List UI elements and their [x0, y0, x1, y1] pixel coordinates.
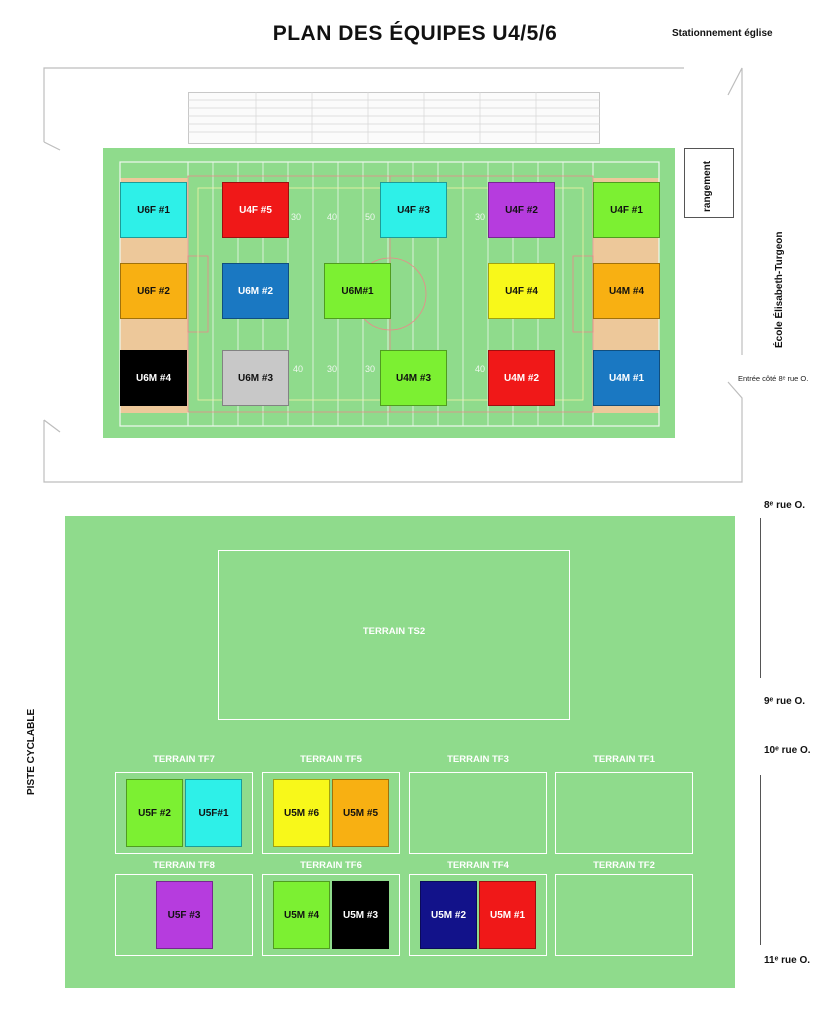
team-block[interactable]: U4F #1 — [593, 182, 660, 238]
street-label-11: 11ᵉ rue O. — [764, 955, 811, 966]
team-block[interactable]: U5F #2 — [126, 779, 183, 847]
small-field[interactable] — [409, 874, 547, 956]
bleachers — [188, 92, 600, 144]
street-label-8: 8ᵉ rue O. — [764, 500, 805, 511]
small-field-label: TERRAIN TF4 — [447, 860, 509, 871]
parking-label: Stationnement église — [672, 28, 773, 39]
team-block[interactable]: U4F #5 — [222, 182, 289, 238]
yard-number: 40 — [293, 364, 303, 374]
team-block[interactable]: U4F #4 — [488, 263, 555, 319]
team-block[interactable]: U4F #3 — [380, 182, 447, 238]
small-field[interactable] — [115, 772, 253, 854]
team-block[interactable]: U5F #3 — [155, 881, 213, 949]
team-block[interactable]: U5M #2 — [420, 881, 477, 949]
small-field-label: TERRAIN TF1 — [593, 754, 655, 765]
small-field-label: TERRAIN TF5 — [300, 754, 362, 765]
site-outline-lines — [43, 67, 743, 483]
small-field[interactable] — [555, 772, 693, 854]
small-field[interactable] — [555, 874, 693, 956]
team-block[interactable]: U5M #5 — [332, 779, 389, 847]
team-block[interactable]: U5M #3 — [332, 881, 389, 949]
team-block[interactable]: U6M #2 — [222, 263, 289, 319]
small-field[interactable] — [262, 874, 400, 956]
yard-number: 50 — [365, 212, 375, 222]
team-block[interactable]: U4M #1 — [593, 350, 660, 406]
yard-number: 30 — [475, 212, 485, 222]
team-block[interactable]: U4M #4 — [593, 263, 660, 319]
yard-number: 30 — [327, 364, 337, 374]
team-block[interactable]: U6M#1 — [324, 263, 391, 319]
yard-number: 40 — [327, 212, 337, 222]
terrain-ts2[interactable] — [218, 550, 570, 720]
team-block[interactable]: U5F#1 — [185, 779, 242, 847]
small-field[interactable] — [115, 874, 253, 956]
yard-number: 30 — [291, 212, 301, 222]
small-field-label: TERRAIN TF8 — [153, 860, 215, 871]
team-block[interactable]: U6M #4 — [120, 350, 187, 406]
street-label-10: 10ᵉ rue O. — [764, 745, 811, 756]
small-field-label: TERRAIN TF3 — [447, 754, 509, 765]
bike-path-label: PISTE CYCLABLE — [26, 708, 37, 795]
street-line — [760, 518, 761, 678]
small-field[interactable] — [409, 772, 547, 854]
page-title: PLAN DES ÉQUIPES U4/5/6 — [272, 22, 558, 45]
entry-label: Entrée côté 8ᵉ rue O. — [738, 374, 809, 383]
street-label-9: 9ᵉ rue O. — [764, 696, 805, 707]
team-block[interactable]: U4M #3 — [380, 350, 447, 406]
team-block[interactable]: U4F #2 — [488, 182, 555, 238]
school-label: École Élisabeth-Turgeon — [774, 231, 785, 349]
site-outline — [0, 0, 830, 500]
team-block[interactable]: U5M #6 — [273, 779, 330, 847]
yard-number: 40 — [475, 364, 485, 374]
small-field-label: TERRAIN TF2 — [593, 860, 655, 871]
terrain-ts2-label: TERRAIN TS2 — [362, 626, 426, 637]
street-line — [760, 775, 761, 945]
team-block[interactable]: U6F #1 — [120, 182, 187, 238]
bleachers-drawing — [188, 92, 600, 144]
team-block[interactable]: U5M #1 — [479, 881, 536, 949]
small-field-label: TERRAIN TF6 — [300, 860, 362, 871]
small-field[interactable] — [262, 772, 400, 854]
storage-building — [684, 148, 734, 218]
team-block[interactable]: U4M #2 — [488, 350, 555, 406]
team-block[interactable]: U5M #4 — [273, 881, 330, 949]
team-block[interactable]: U6F #2 — [120, 263, 187, 319]
storage-label: rangement — [702, 160, 713, 212]
team-block[interactable]: U6M #3 — [222, 350, 289, 406]
small-field-label: TERRAIN TF7 — [153, 754, 215, 765]
yard-number: 30 — [365, 364, 375, 374]
